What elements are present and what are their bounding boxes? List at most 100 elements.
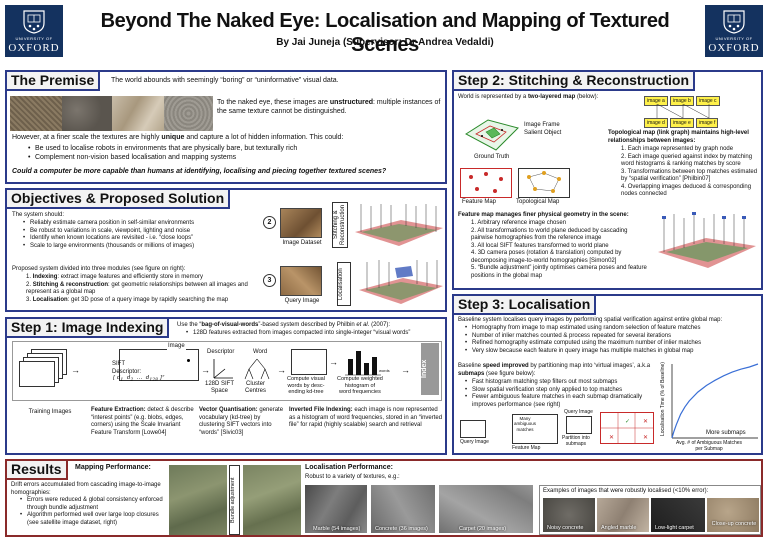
list-item: 2. Stitching & reconstruction: get geome… [26,281,248,296]
list-item: Number of inlier matches counted & proce… [464,333,760,341]
topo-image-f: image f [696,118,719,128]
query-image-label-1: Query Image [460,439,489,445]
svg-text:✕: ✕ [643,434,648,441]
sift-space-axes [213,359,233,379]
objectives-panel: Objectives & Proposed Solution The syste… [5,188,447,312]
sift-vector: [ d1 d2 … d128 ]ᵀ [113,375,165,384]
localisation-heading: Step 3: Localisation [454,296,597,315]
results-heading: Results [7,461,68,480]
premise-panel: The Premise The world abounds with seemi… [5,70,447,184]
localisation-panel: Step 3: Localisation Baseline system loc… [452,294,763,455]
logo-oxford-text: OXFORD [8,41,60,54]
feature-map-label: Feature Map [462,199,497,205]
list-item: 5. “Bundle adjustment” jointly optimises… [471,265,647,279]
texture-stone-image [164,96,213,131]
topological-map-label: Topological Map [516,199,560,205]
texture-concrete-image [62,96,112,131]
poster-title: Beyond The Naked Eye: Localisation and M… [100,10,670,56]
indexing-panel: Step 1: Image Indexing Use the “bag-of-v… [5,317,447,455]
topo-image-a: image a [644,96,668,106]
localisation-module-box: Localisation [337,262,351,306]
stitching-module-box: Stitching & Reconstruction [332,202,348,248]
indexing-desc-bullets: 128D features extracted from images comp… [185,330,445,338]
satellite-image-2 [243,465,301,535]
query-image-box-2 [566,416,592,434]
localised-map-figure [359,260,443,304]
carpet-result-image [439,485,533,533]
compute-visual-label: Compute visual words by desc- ending kd-… [287,376,325,396]
list-item: 4. 3D camera poses (rotation & translati… [471,250,622,264]
texture-strip [10,96,213,131]
examples-title: Examples of images that were robustly lo… [543,488,709,494]
objectives-should: The system should: [12,212,65,218]
premise-naked-eye-text: To the naked eye, these images are unstr… [217,99,441,115]
indexing-heading: Step 1: Image Indexing [7,319,170,338]
list-item: Complement non-vision based localisation… [27,154,437,163]
feature-map-label-loc: Feature Map [512,445,541,451]
list-item: Slow spatial verification step only appl… [464,387,654,395]
concrete-caption: Concrete (36 images) [375,526,428,532]
objectives-heading: Objectives & Proposed Solution [7,190,231,209]
list-item: Fast histogram matching step filters out… [464,379,654,387]
sift-image-label: Image [167,343,186,351]
premise-finer-text: However, at a finer scale the textures a… [12,134,344,141]
example-angled-marble [597,498,649,532]
logo-university-text: UNIVERSITY OF [715,36,753,41]
image-dataset-label: Image Dataset [282,240,322,246]
topological-map-box [518,168,570,198]
partition-label: Partition into submaps [562,435,590,447]
premise-heading: The Premise [7,72,101,91]
list-item: 1. Indexing: extract image features and … [26,274,203,280]
stitching-world-text: World is represented by a two-layered ma… [458,94,599,100]
image-dataset-thumbnail [280,208,322,238]
indexing-desc: Use the “bag-of-visual-words”-based syst… [177,322,391,328]
flow-arrow: → [201,365,210,375]
query-image-box-1 [460,420,486,438]
results-panel: Results Mapping Performance: Drift error… [5,459,763,537]
oxford-logo-right: UNIVERSITY OF OXFORD [705,5,763,57]
mapping-title: Mapping Performance: [75,464,151,471]
svg-text:✕: ✕ [643,418,648,425]
example-caption: Close-up concrete [711,521,757,527]
stitching-panel: Step 2: Stitching & Reconstruction World… [452,70,763,290]
query-image-label: Query Image [284,298,320,304]
chart-series-line [671,363,759,439]
topo-image-b: image b [670,96,694,106]
feat-list: 1. Arbitrary reference image chosen 2. A… [462,220,650,280]
flow-arrow: → [71,365,80,375]
feature-point [187,359,190,362]
texture-carpet-image [10,96,62,131]
concrete-result-image [371,485,435,533]
list-item: 128D features extracted from images comp… [185,330,445,338]
example-caption: Low-light carpet [655,525,694,531]
localisation-chart-xlabel: Avg. # of Ambiguous Matches per Submap [676,440,743,452]
bundle-adjustment-label: Bundle adjustment [229,465,240,535]
words-axis-label: words [379,368,390,373]
loc-performance-title: Localisation Performance: [305,464,393,471]
training-images-label: Training Images [28,409,72,415]
example-noisy-concrete [543,498,595,532]
crest-icon [723,10,745,34]
sift-image-box [119,349,199,381]
submap-grid: ✕ ✕ ✕ ✓ [600,412,654,444]
list-item: 3. Transformations between top matches e… [621,168,758,183]
ground-truth-label: Ground Truth [474,154,510,160]
premise-question: Could a computer be more capable than hu… [12,168,387,175]
sift-descriptor-label: SIFT Descriptor: [112,361,142,375]
logo-university-text: UNIVERSITY OF [15,36,53,41]
localisation-bullets-1: Homography from image to map estimated u… [464,325,760,355]
sift-space-label: 128D SIFT Space [205,381,235,395]
feature-extraction-text: Feature Extraction: detect & describe “i… [91,407,194,436]
crest-icon [23,10,45,34]
cluster-centres-label: Cluster Centres [245,381,267,395]
list-item: Refined homography estimate computed usi… [464,340,760,348]
objectives-modules: 1. Indexing: extract image features and … [17,274,267,304]
salient-object-label: Salient Object [524,130,562,136]
marble-result-image [305,485,367,533]
training-image-stack [19,361,55,387]
list-item: 3. Localisation: get 3D pose of a query … [26,296,229,303]
topo-list: 1. Each image represented by graph node … [612,146,760,199]
list-item: Be used to localise robots in environmen… [27,145,437,154]
list-item: Scale to large environments (thousands o… [22,243,262,251]
localisation-chart-ylabel: Localisation Time (% of Baseline) [660,362,666,436]
